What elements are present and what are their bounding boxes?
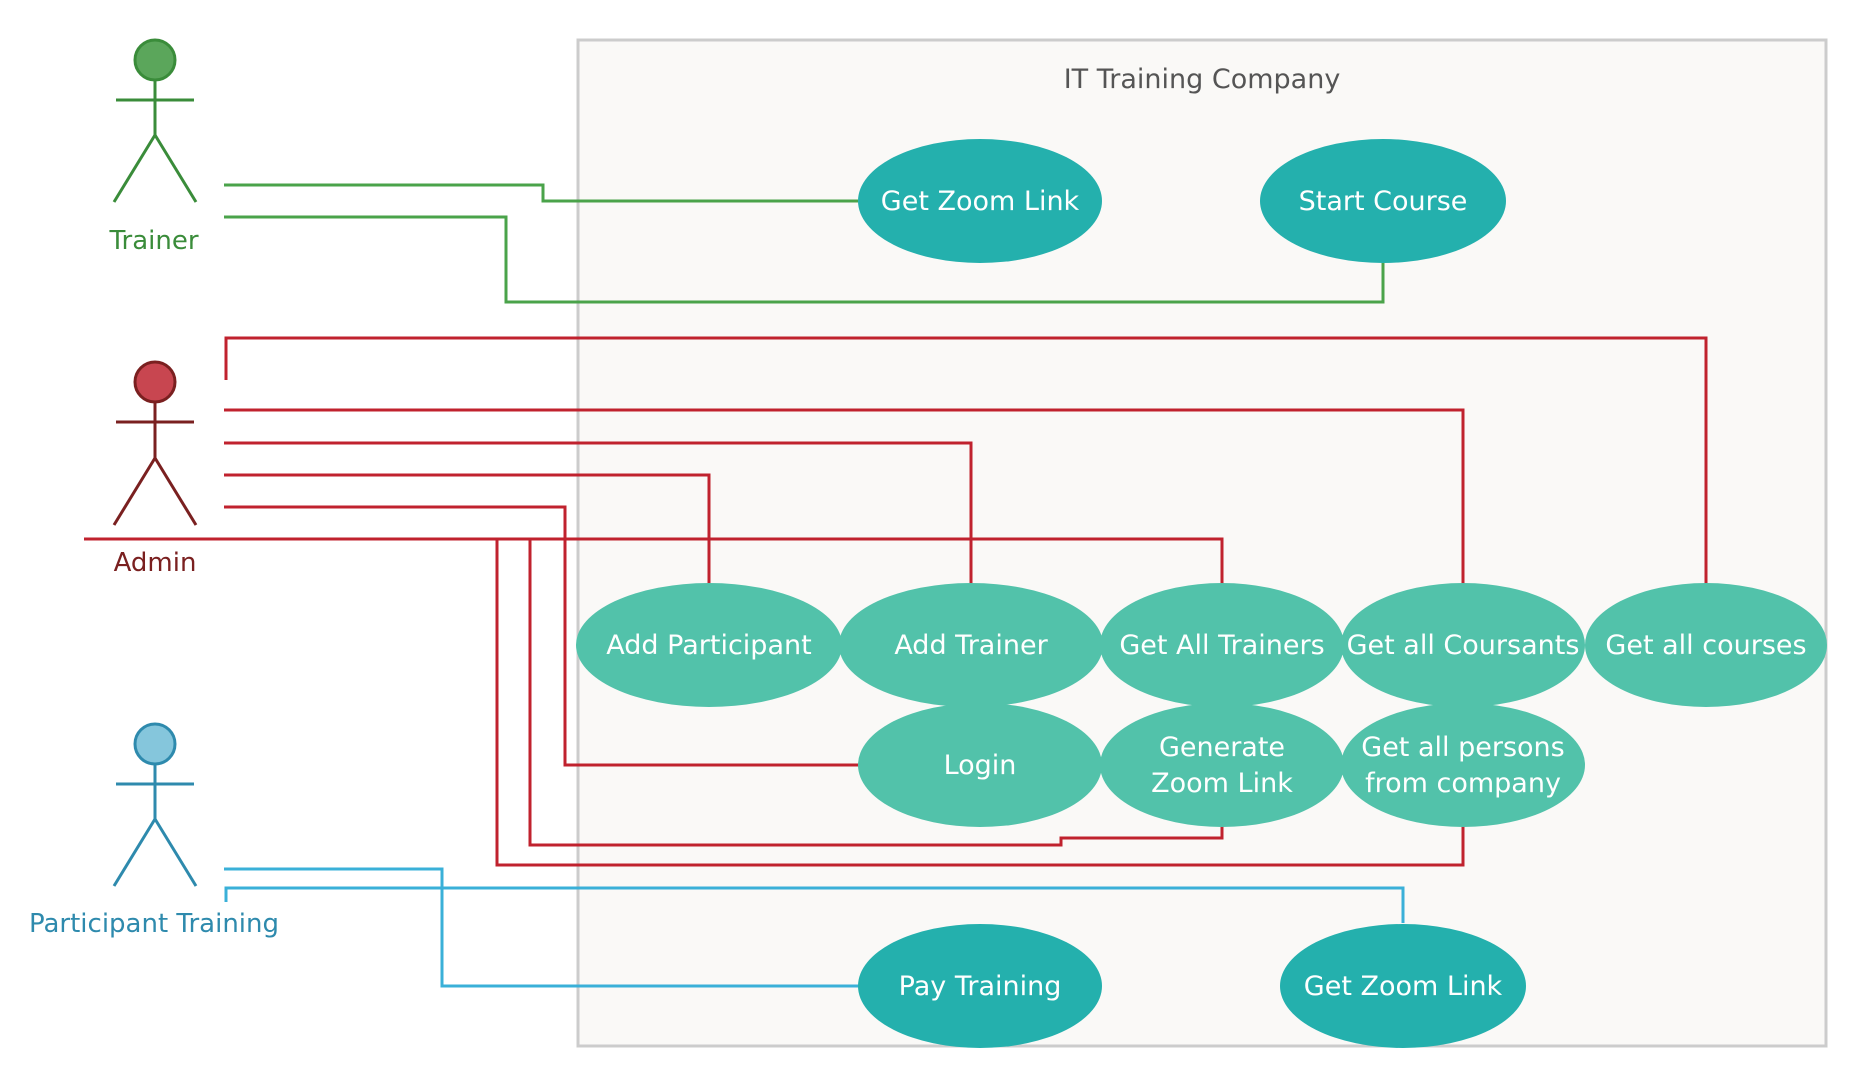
participant-label: Participant Training bbox=[29, 909, 279, 939]
use-case-start-course[interactable]: Start Course bbox=[1260, 139, 1506, 263]
admin-to-get-all-persons-line bbox=[495, 539, 1465, 867]
trainer-to-get-zoom-link-line bbox=[224, 183, 858, 203]
admin-label: Admin bbox=[114, 548, 197, 578]
use-case-label: Get all Coursants bbox=[1347, 630, 1580, 661]
use-case-label: Get Zoom Link bbox=[881, 186, 1080, 217]
use-case-get-all-persons[interactable]: Get all persons from company bbox=[1341, 703, 1585, 827]
admin-to-get-all-courses-line bbox=[224, 336, 1708, 585]
use-case-label-line-2: from company bbox=[1365, 768, 1561, 799]
use-case-label-line-1: Generate bbox=[1159, 732, 1285, 763]
use-case-label: Get all courses bbox=[1605, 630, 1806, 661]
use-case-add-trainer[interactable]: Add Trainer bbox=[839, 583, 1103, 707]
use-case-add-participant[interactable]: Add Participant bbox=[576, 583, 842, 707]
participant-figure-icon bbox=[112, 722, 198, 887]
use-case-label: Get Zoom Link bbox=[1304, 971, 1503, 1002]
actor-participant[interactable]: Participant Training bbox=[29, 722, 279, 939]
connectors bbox=[84, 183, 1708, 988]
trainer-label: Trainer bbox=[108, 226, 198, 256]
use-case-label: Start Course bbox=[1299, 186, 1468, 217]
use-case-label-line-1: Get all persons bbox=[1361, 732, 1564, 763]
use-case-get-all-courses[interactable]: Get all courses bbox=[1585, 583, 1827, 707]
actor-admin[interactable]: Admin bbox=[112, 360, 198, 578]
admin-to-get-all-trainers-line bbox=[84, 537, 1224, 585]
participant-to-pay-training-line bbox=[224, 867, 860, 988]
use-case-generate-zoom-link[interactable]: Generate Zoom Link bbox=[1100, 703, 1344, 827]
admin-figure-icon bbox=[112, 360, 198, 526]
use-case-login[interactable]: Login bbox=[858, 703, 1102, 827]
use-case-trainer-get-zoom-link[interactable]: Get Zoom Link bbox=[858, 139, 1102, 263]
use-case-label: Get All Trainers bbox=[1119, 630, 1324, 661]
use-case-pay-training[interactable]: Pay Training bbox=[858, 924, 1102, 1048]
use-case-get-all-coursants[interactable]: Get all Coursants bbox=[1341, 583, 1585, 707]
use-case-label: Login bbox=[944, 750, 1017, 781]
system-boundary-box bbox=[576, 38, 1828, 1048]
system-title: IT Training Company bbox=[1064, 64, 1341, 95]
use-case-get-all-trainers[interactable]: Get All Trainers bbox=[1100, 583, 1344, 707]
use-case-label: Add Participant bbox=[606, 630, 811, 661]
use-case-participant-get-zoom-link[interactable]: Get Zoom Link bbox=[1280, 924, 1526, 1048]
use-case-label: Pay Training bbox=[899, 971, 1062, 1002]
trainer-figure-icon bbox=[112, 38, 198, 203]
actor-trainer[interactable]: Trainer bbox=[108, 38, 199, 256]
admin-to-login-line bbox=[224, 505, 860, 767]
participant-to-get-zoom-link-line bbox=[224, 886, 1405, 923]
trainer-to-start-course-line bbox=[224, 215, 1385, 304]
admin-to-add-participant-line bbox=[224, 473, 711, 585]
system-boundary: IT Training Company bbox=[576, 38, 1828, 1048]
admin-to-generate-zoom-link-line bbox=[528, 539, 1224, 847]
admin-to-get-all-coursants-line bbox=[224, 408, 1465, 585]
use-case-label-line-2: Zoom Link bbox=[1151, 768, 1293, 799]
use-case-label: Add Trainer bbox=[894, 630, 1048, 661]
